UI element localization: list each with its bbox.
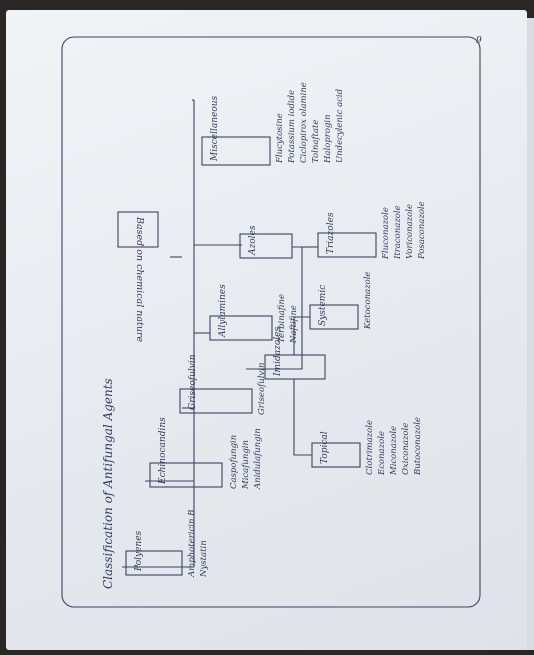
example-echino-3: Anidulafungin: [253, 428, 263, 490]
diagram-border: [61, 36, 481, 608]
example-topical-5: Butoconazole: [413, 417, 423, 476]
example-polyenes-1: Amphotericin B: [187, 510, 197, 578]
example-triazole-3: Voriconazole: [405, 204, 415, 259]
example-topical-4: Oxiconazole: [401, 423, 411, 475]
example-allyl-2: Naftifine: [289, 305, 299, 344]
label-misc: Miscellaneous: [210, 95, 220, 162]
example-topical-2: Econazole: [377, 431, 387, 476]
label-echinocandins: Echinocandins: [158, 417, 168, 485]
azoles-to-imidazoles: [246, 246, 303, 370]
label-allylamines: Allylamines: [218, 284, 228, 338]
label-systemic: Systemic: [318, 285, 328, 326]
notebook-page: [6, 10, 527, 650]
label-polyenes: Polyenes: [134, 530, 144, 572]
label-triazoles: Triazoles: [326, 212, 336, 254]
label-imidazoles: Imidazoles: [273, 327, 283, 377]
diagram-title: Classification of Antifungal Agents: [101, 378, 115, 589]
label-azoles: Azoles: [248, 225, 258, 256]
example-systemic-1: Ketoconazole: [363, 272, 373, 330]
box-misc: [201, 136, 271, 166]
example-echino-1: Caspofungin: [229, 435, 239, 489]
example-topical-1: Clotrimazole: [365, 420, 375, 475]
label-topical: Topical: [320, 431, 330, 464]
example-griseo-1: Griseofulvin: [257, 363, 267, 415]
example-misc-4: Tolnaftate: [311, 120, 321, 163]
example-triazole-4: Posaconazole: [417, 201, 427, 260]
example-echino-2: Micafungin: [241, 440, 251, 490]
example-triazole-2: Itraconazole: [393, 205, 403, 260]
example-triazole-1: Fluconazole: [381, 207, 391, 260]
subtitle: Based on chemical nature: [134, 216, 145, 343]
box-systemic: [309, 304, 359, 330]
title-box: [117, 211, 159, 248]
example-misc-1: Flucytosine: [275, 113, 285, 164]
box-polyenes: [125, 550, 183, 576]
imidazoles-to-systemic: [293, 316, 310, 355]
label-griseofulvin: Griseofulvin: [188, 354, 198, 410]
box-allylamines: [209, 315, 273, 341]
box-griseofulvin: [179, 388, 253, 414]
box-topical: [311, 442, 361, 468]
box-echinocandins: [149, 462, 223, 488]
box-triazoles: [317, 232, 377, 258]
example-allyl-1: Terbinafine: [277, 294, 287, 343]
example-misc-3: Ciclopirox olamine: [299, 82, 309, 163]
page-number: 9: [476, 36, 482, 46]
box-azoles: [239, 233, 293, 259]
box-imidazoles: [264, 354, 326, 380]
example-misc-6: Undecylenic acid: [335, 88, 345, 163]
example-misc-2: Potassium iodide: [287, 90, 297, 164]
example-polyenes-2: Nystatin: [199, 540, 209, 578]
example-topical-3: Miconazole: [389, 426, 399, 476]
imidazoles-to-topical: [293, 379, 312, 456]
example-misc-5: Haloprogin: [323, 114, 333, 164]
